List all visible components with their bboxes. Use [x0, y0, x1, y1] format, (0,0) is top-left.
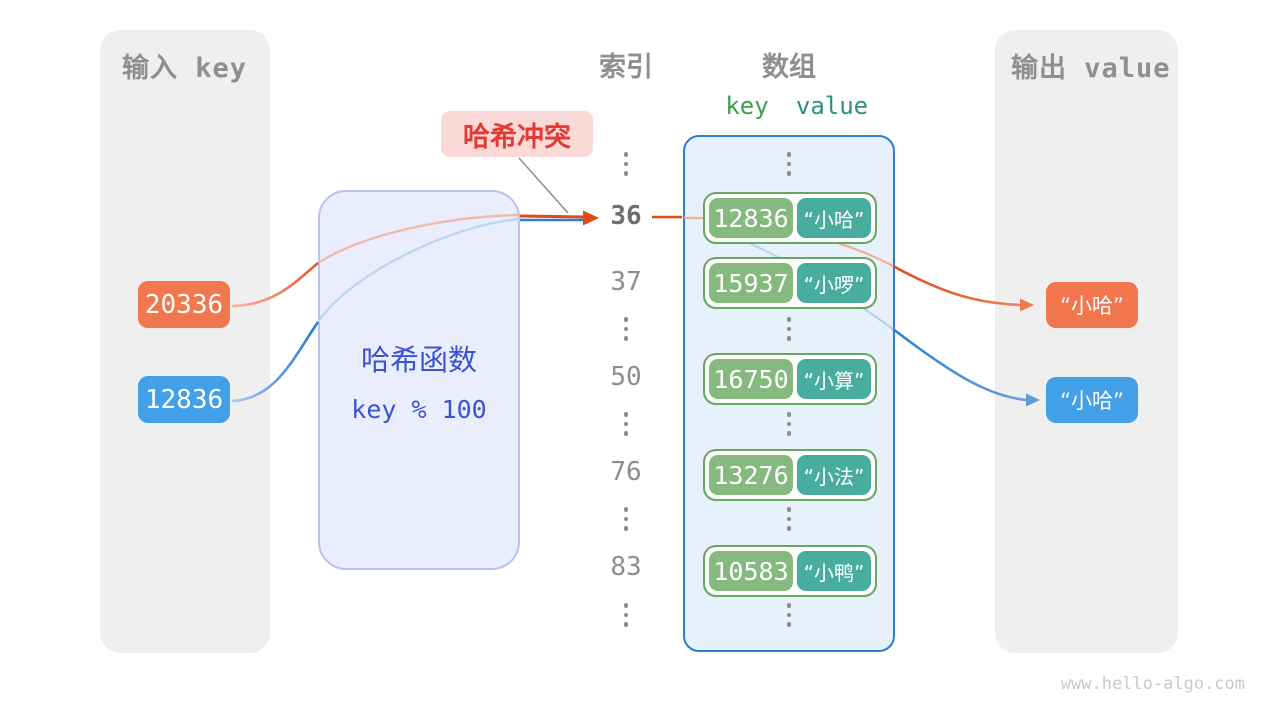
ellipsis-icon — [779, 317, 799, 341]
pair-row: 13276 “小法” — [703, 449, 877, 501]
ellipsis-icon — [779, 152, 799, 176]
badge-pointer-line — [518, 157, 569, 214]
output-panel-title: 输出 value — [1011, 53, 1171, 84]
index-row-76: 76 — [610, 457, 642, 487]
pair-key: 12836 — [709, 198, 793, 238]
index-row-50: 50 — [610, 362, 642, 392]
collision-badge: 哈希冲突 — [441, 111, 593, 157]
pair-value: “小算” — [797, 359, 871, 399]
output-value-box: “小哈” — [1046, 377, 1138, 423]
pair-key: 13276 — [709, 455, 793, 495]
output-panel: 输出 value — [995, 30, 1178, 653]
pair-value: “小哈” — [797, 198, 871, 238]
array-title: 数组 — [762, 52, 816, 83]
pair-key: 10583 — [709, 551, 793, 591]
output-value-box: “小哈” — [1046, 282, 1138, 328]
ellipsis-icon — [616, 507, 636, 531]
input-panel-title: 输入 key — [122, 53, 248, 84]
input-panel: 输入 key — [100, 30, 270, 653]
ellipsis-icon — [616, 152, 636, 176]
hash-function-box: 哈希函数 key % 100 — [318, 190, 520, 570]
pair-key: 16750 — [709, 359, 793, 399]
index-column-title: 索引 — [599, 52, 653, 83]
index-row-37: 37 — [610, 267, 642, 297]
arrow-merged-orange — [519, 214, 586, 219]
pair-value: “小法” — [797, 455, 871, 495]
pair-value: “小啰” — [797, 263, 871, 303]
hash-function-title: 哈希函数 — [360, 342, 477, 377]
key-column-header: key — [725, 92, 769, 120]
index-row-83: 83 — [610, 552, 642, 582]
watermark: www.hello-algo.com — [1060, 674, 1245, 694]
pair-row: 16750 “小算” — [703, 353, 877, 405]
collision-badge-label: 哈希冲突 — [463, 121, 571, 153]
ellipsis-icon — [779, 412, 799, 436]
pair-row: 15937 “小啰” — [703, 257, 877, 309]
input-key-box: 20336 — [138, 281, 230, 328]
value-column-header: value — [795, 92, 869, 120]
pair-row: 10583 “小鸭” — [703, 545, 877, 597]
ellipsis-icon — [616, 317, 636, 341]
ellipsis-icon — [779, 507, 799, 531]
pair-value: “小鸭” — [797, 551, 871, 591]
input-key-box: 12836 — [138, 376, 230, 423]
index-row-36: 36 — [610, 201, 642, 231]
ellipsis-icon — [779, 603, 799, 627]
ellipsis-icon — [616, 603, 636, 627]
hash-function-formula: key % 100 — [351, 394, 487, 424]
pair-key: 15937 — [709, 263, 793, 303]
pair-row: 12836 “小哈” — [703, 192, 877, 244]
ellipsis-icon — [616, 412, 636, 436]
